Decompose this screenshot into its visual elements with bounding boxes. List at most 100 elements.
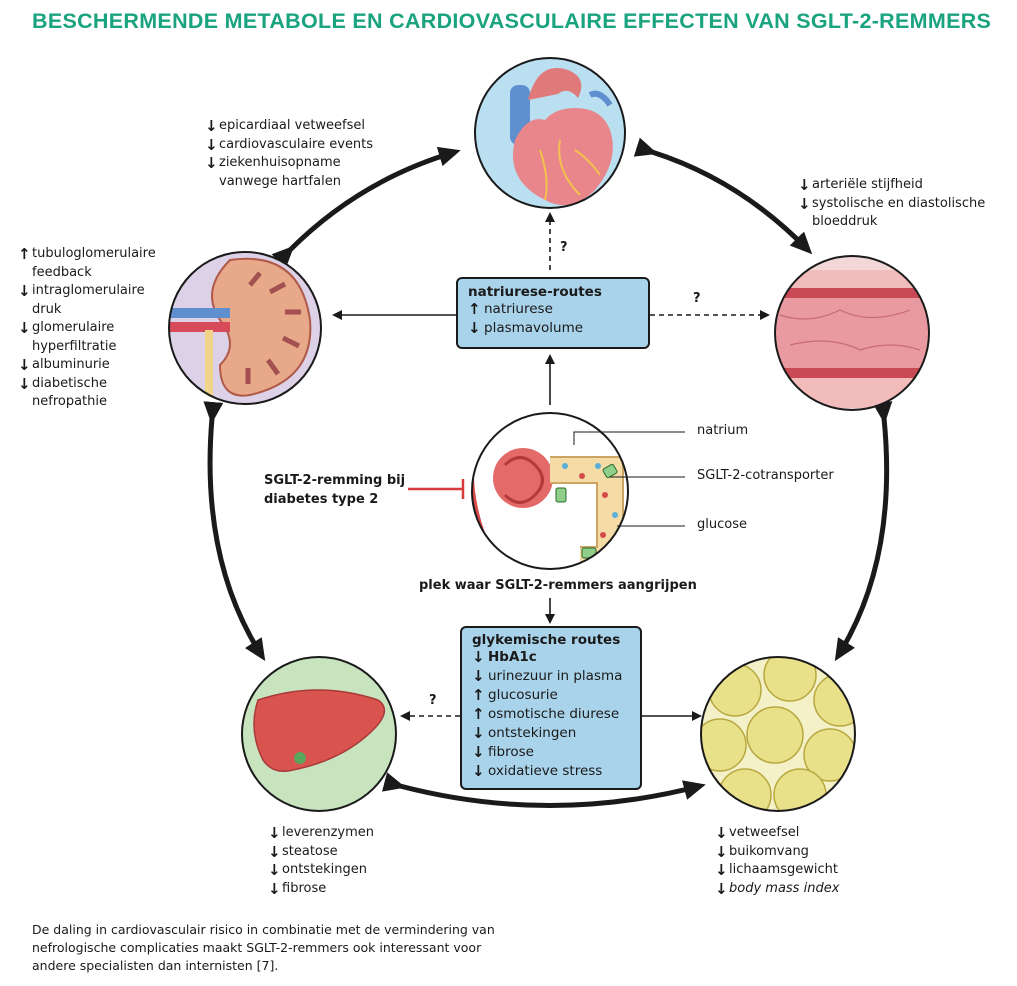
glycemic-item: ↓ontstekingen xyxy=(472,724,630,743)
arrow-down-icon: ↓ xyxy=(715,879,728,898)
fat-effects-list: ↓vetweefsel↓buikomvang↓lichaamsgewicht↓b… xyxy=(715,824,839,898)
arrow-up-icon: ↑ xyxy=(472,686,485,704)
question-mark-liver: ? xyxy=(429,693,437,708)
inhibition-label-line-1: SGLT-2-remming bij xyxy=(264,473,406,488)
inhibition-label: SGLT-2-remming bij diabetes type 2 xyxy=(264,471,405,509)
diagram-title: BESCHERMENDE METABOLE EN CARDIOVASCULAIR… xyxy=(32,9,992,33)
fat-effect-item-text: vetweefsel xyxy=(729,825,800,840)
liver-effect-item: ↓leverenzymen xyxy=(268,824,374,843)
liver-effect-item: ↓fibrose xyxy=(268,880,374,899)
glycemic-item-label: urinezuur in plasma xyxy=(488,668,623,684)
arrow-down-icon: ↓ xyxy=(798,176,811,194)
arrow-down-icon: ↓ xyxy=(472,724,485,742)
kidney-effect-item-text: tubuloglomerulaire xyxy=(32,246,156,261)
arrow-down-icon: ↓ xyxy=(472,743,485,761)
liver-effect-item-text: leverenzymen xyxy=(282,825,375,840)
fat-effect-item: ↓lichaamsgewicht xyxy=(715,861,839,880)
vessel-illustration xyxy=(774,255,930,411)
liver-effects-list: ↓leverenzymen↓steatose↓ontstekingen↓fibr… xyxy=(268,824,374,898)
natriuresis-box-title: natriurese-routes xyxy=(468,284,602,300)
arrow-down-icon: ↓ xyxy=(205,117,218,135)
arrow-down-icon: ↓ xyxy=(715,861,728,879)
natriuresis-item: ↑natriurese xyxy=(468,300,638,319)
fat-effect-item: ↓buikomvang xyxy=(715,843,839,862)
figure-caption: De daling in cardiovasculair risico in c… xyxy=(32,922,495,973)
arrow-up-icon: ↑ xyxy=(468,300,481,318)
vessel-effect-item-text: bloeddruk xyxy=(812,214,878,229)
heart-kidney-arrow xyxy=(271,146,461,269)
arrow-down-icon: ↓ xyxy=(798,194,811,213)
fat-effect-item: ↓body mass index xyxy=(715,880,839,899)
kidney-effect-item-text: feedback xyxy=(32,264,92,280)
glycemic-item: ↓urinezuur in plasma xyxy=(472,667,630,686)
liver-effect-item-text: ontstekingen xyxy=(282,862,368,877)
natrium-label: natrium xyxy=(697,423,749,438)
heart-effect-item: ↓epicardiaal vetweefsel xyxy=(205,117,373,136)
kidney-effect-item-text: glomerulaire xyxy=(32,320,115,335)
heart-effect-item-text: cardiovasculaire events xyxy=(219,136,374,152)
glycemic-item: ↓oxidatieve stress xyxy=(472,762,630,781)
arrow-down-icon: ↓ xyxy=(715,842,728,861)
arrow-down-icon: ↓ xyxy=(472,762,485,780)
liver-fat-arrow xyxy=(381,772,706,808)
question-mark-vessel: ? xyxy=(693,291,701,306)
heart-effect-item-text: vanwege hartfalen xyxy=(219,173,341,189)
vessel-fat-arrow xyxy=(834,401,893,662)
glycemic-item: ↓fibrose xyxy=(472,743,630,762)
kidney-liver-arrow xyxy=(203,401,266,662)
arrow-down-icon: ↓ xyxy=(472,648,485,666)
kidney-effect-item-text: druk xyxy=(32,301,62,317)
glycemic-item: ↓HbA1c xyxy=(472,648,630,667)
fat-effect-item-text: buikomvang xyxy=(729,843,809,859)
heart-effects-list: ↓epicardiaal vetweefsel↓cardiovasculaire… xyxy=(205,117,373,191)
glucose-label: glucose xyxy=(697,517,747,532)
arrow-down-icon: ↓ xyxy=(268,824,281,842)
fat-effect-item-text: lichaamsgewicht xyxy=(729,862,838,877)
arrow-down-icon: ↓ xyxy=(268,879,281,898)
kidney-effect-item-text: intraglomerulaire xyxy=(32,283,145,298)
fat-effect-item-text: body mass index xyxy=(729,880,840,896)
arrow-up-icon: ↑ xyxy=(472,705,485,723)
inhibition-symbol xyxy=(408,479,465,499)
arrow-down-icon: ↓ xyxy=(268,861,281,879)
kidney-illustration xyxy=(168,251,322,405)
vessel-effect-item: ↓systolische en diastolische bloeddruk xyxy=(798,195,985,232)
fat-illustration xyxy=(700,656,856,812)
liver-illustration xyxy=(241,656,397,812)
kidney-effect-item-text: diabetische xyxy=(32,375,107,391)
glycemic-item-label: HbA1c xyxy=(488,649,537,665)
heart-effect-item: ↓cardiovasculaire events xyxy=(205,136,373,155)
glycemic-item-label: ontstekingen xyxy=(488,725,577,741)
liver-effect-item: ↓ontstekingen xyxy=(268,861,374,880)
glycemic-item: ↑osmotische diurese xyxy=(472,705,630,724)
liver-effect-item-text: fibrose xyxy=(282,880,327,896)
glycemic-item-label: osmotische diurese xyxy=(488,706,620,722)
nephron-illustration xyxy=(471,412,629,570)
arrow-down-icon: ↓ xyxy=(715,824,728,842)
kidney-effect-item-text: hyperfiltratie xyxy=(32,338,117,354)
natriuresis-item-label: plasmavolume xyxy=(484,320,584,336)
natrium-callout xyxy=(573,431,685,445)
kidney-effect-item-text: nefropathie xyxy=(32,394,107,409)
glycemic-item-label: glucosurie xyxy=(488,687,558,703)
glycemic-routes-box: glykemische routes ↓HbA1c↓urinezuur in p… xyxy=(460,626,642,790)
natriuresis-routes-box: natriurese-routes ↑natriurese↓plasmavolu… xyxy=(456,277,650,349)
arrow-down-icon: ↓ xyxy=(472,667,485,685)
natriuresis-item: ↓plasmavolume xyxy=(468,319,638,338)
heart-vessel-arrow xyxy=(633,137,813,255)
vessel-effects-list: ↓arteriële stijfheid↓systolische en dias… xyxy=(798,176,985,232)
vessel-effect-item-text: systolische en diastolische xyxy=(812,195,986,211)
arrow-down-icon: ↓ xyxy=(268,842,281,861)
arrow-down-icon: ↓ xyxy=(205,154,218,172)
arrow-down-icon: ↓ xyxy=(18,356,31,374)
kidney-effect-item-text: albuminurie xyxy=(32,357,110,372)
natriuresis-item-label: natriurese xyxy=(484,301,553,317)
heart-illustration xyxy=(474,57,626,209)
glycemic-item-label: oxidatieve stress xyxy=(488,763,603,779)
